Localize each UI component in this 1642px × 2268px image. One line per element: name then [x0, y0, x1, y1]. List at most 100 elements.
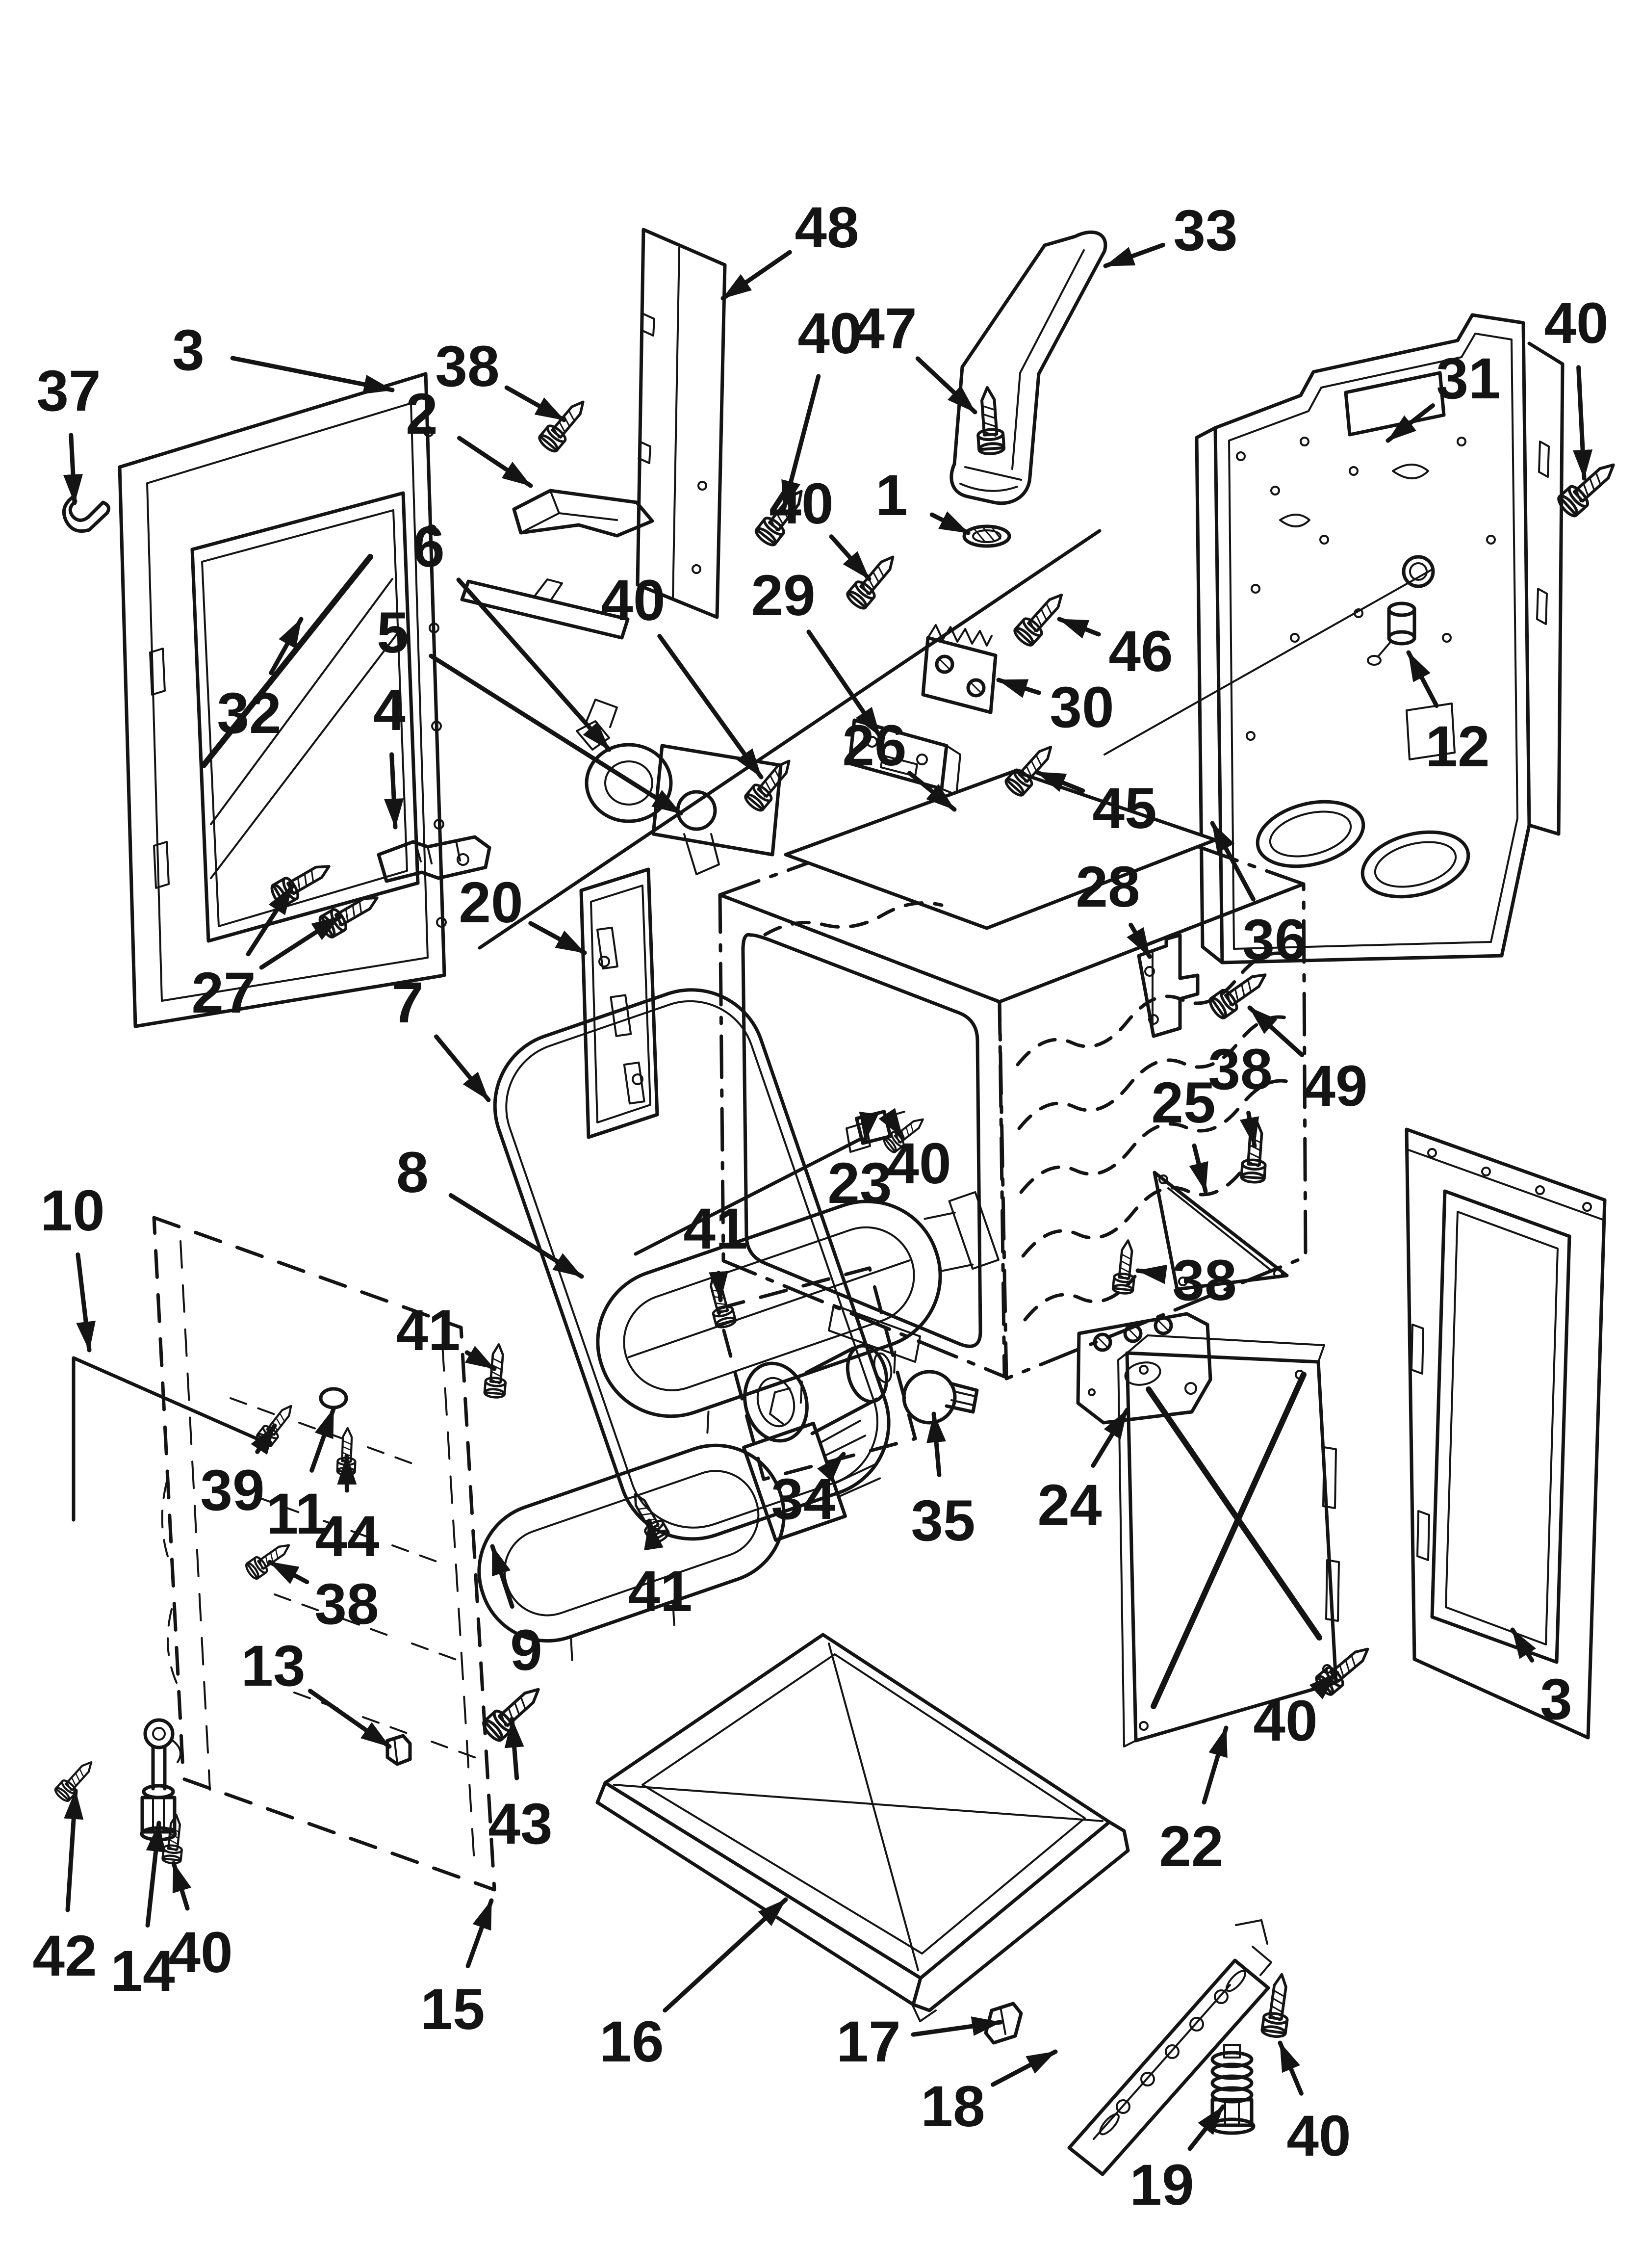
- callout-2: 2: [406, 382, 533, 488]
- callout-arrow: [929, 511, 971, 535]
- callout-arrow: [504, 1717, 524, 1780]
- door-gasket-7: [493, 988, 891, 1541]
- part-number-label: 40: [797, 301, 862, 366]
- callout-48: 48: [720, 195, 859, 301]
- part-number-label: 40: [769, 471, 833, 536]
- callout-arrow: [1187, 2104, 1226, 2151]
- callout-arrow: [1189, 1143, 1208, 1194]
- callout-arrow: [63, 433, 83, 505]
- part-number-label: 24: [1037, 1473, 1102, 1538]
- callout-arrow: [251, 1423, 277, 1455]
- callout-arrow: [448, 1193, 584, 1279]
- callout-arrow: [907, 771, 957, 812]
- callout-arrow: [464, 1346, 497, 1371]
- part-number-label: 48: [795, 195, 859, 260]
- part-number-label: 17: [836, 2009, 900, 2074]
- rear-panel-31: [1213, 313, 1531, 965]
- part-number-label: 6: [412, 515, 445, 579]
- callout-45: 45: [1034, 770, 1157, 841]
- part-number-label: 8: [396, 1140, 429, 1205]
- callout-25: 25: [1151, 1070, 1216, 1194]
- callout-arrow: [1034, 770, 1085, 793]
- callout-9: 9: [490, 1544, 542, 1683]
- callout-arrow: [829, 534, 872, 581]
- callout-arrow: [878, 1108, 905, 1140]
- hole-plug-11: [319, 1387, 348, 1409]
- part-number-label: 37: [36, 359, 101, 423]
- callout-42: 42: [32, 1788, 97, 1988]
- part-number-label: 14: [110, 1939, 175, 2004]
- rear-panel-side-flange-36: [1195, 341, 1565, 965]
- part-number-label: 29: [751, 563, 815, 628]
- callout-38: 38: [1135, 1248, 1237, 1313]
- callout-37: 37: [36, 359, 101, 505]
- callout-arrow: [1091, 1408, 1129, 1468]
- callout-arrow: [269, 617, 304, 676]
- callout-13: 13: [241, 1634, 392, 1749]
- part-number-label: 40: [1286, 2104, 1351, 2168]
- callout-27: 27: [191, 884, 343, 1025]
- broil-element-9: [477, 1420, 881, 1661]
- callout-arrow: [663, 1897, 788, 2013]
- part-number-label: 12: [1425, 714, 1489, 779]
- callout-arrow: [1135, 1264, 1168, 1284]
- base-panel-16: [595, 1633, 1130, 2022]
- part-number-label: 9: [510, 1618, 542, 1683]
- callout-arrow: [1239, 1110, 1259, 1148]
- part-number-label: 5: [377, 600, 409, 665]
- callout-40: 40: [1278, 2040, 1351, 2168]
- callout-arrow: [457, 436, 533, 488]
- leader-line-12: [1103, 569, 1432, 756]
- callout-arrow: [309, 1407, 336, 1473]
- part-number-label: 36: [1242, 908, 1307, 972]
- part-number-label: 38: [314, 1572, 379, 1637]
- part-number-label: 38: [435, 334, 499, 399]
- part-number-label: 23: [827, 1151, 892, 1216]
- part-number-label: 40: [1544, 291, 1608, 356]
- part-number-label: 41: [628, 1559, 692, 1624]
- part-number-label: 43: [488, 1792, 552, 1856]
- callout-6: 6: [412, 515, 612, 752]
- light-bulb-35: [902, 1370, 979, 1425]
- callout-40: 40: [1253, 1670, 1339, 1753]
- callout-32: 32: [217, 617, 304, 746]
- callout-11: 11: [266, 1407, 336, 1546]
- callout-arrow: [1210, 821, 1256, 902]
- part-number-label: 27: [191, 961, 256, 1025]
- part-number-label: 3: [172, 318, 205, 383]
- callout-44: 44: [315, 1454, 380, 1569]
- callout-arrow: [171, 1861, 192, 1911]
- callout-15: 15: [420, 1898, 494, 2042]
- callout-7: 7: [391, 970, 491, 1102]
- callout-14: 14: [110, 1821, 175, 2004]
- callout-arrow: [859, 1111, 879, 1144]
- part-number-label: 47: [852, 296, 917, 361]
- part-number-label: 30: [1050, 675, 1114, 740]
- callout-41: 41: [628, 1518, 693, 1624]
- callout-arrow: [1573, 365, 1593, 481]
- callout-10: 10: [40, 1178, 105, 1353]
- callout-31: 31: [1385, 346, 1501, 443]
- drawer-glide-rail-18: [1067, 1919, 1272, 2176]
- side-trim-channel-48: [636, 228, 727, 619]
- callout-arrow: [504, 385, 566, 422]
- callout-arrow: [145, 1821, 166, 1928]
- callout-47: 47: [852, 296, 977, 415]
- callout-arrow: [246, 884, 295, 957]
- part-number-label: 1: [875, 463, 908, 528]
- callout-arrow: [230, 356, 395, 394]
- callout-arrow: [720, 250, 792, 301]
- part-number-label: 26: [842, 713, 906, 778]
- part-number-label: 40: [168, 1920, 232, 1985]
- part-number-label: 22: [1159, 1814, 1223, 1879]
- panel-clip-13: [385, 1734, 412, 1766]
- part-number-label: 10: [40, 1178, 104, 1243]
- callout-arrow: [709, 1271, 729, 1303]
- callout-33: 33: [1103, 198, 1238, 268]
- callout-arrow: [911, 2016, 1003, 2037]
- part-number-label: 11: [266, 1482, 328, 1546]
- callout-36: 36: [1210, 821, 1307, 972]
- callout-arrow: [781, 374, 821, 512]
- callout-arrow: [1202, 1725, 1229, 1805]
- latch-keeper-28: [1137, 933, 1200, 1038]
